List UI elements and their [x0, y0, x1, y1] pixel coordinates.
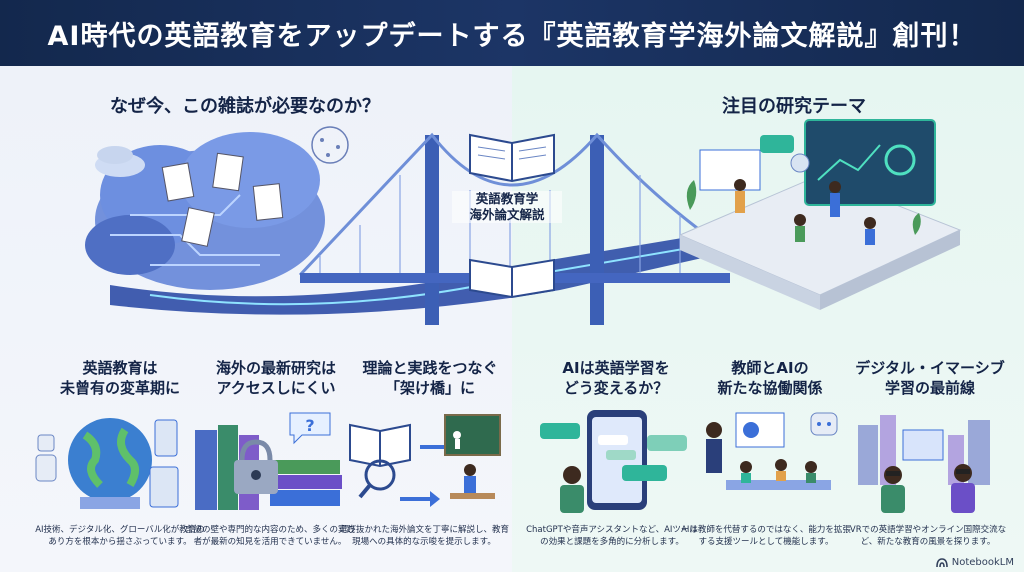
- card-desc-collaboration: AIは教師を代替するのではなく、能力を拡張する支援ツールとして機能します。: [681, 525, 851, 547]
- padlock-icon: [239, 439, 273, 461]
- card-title-collaboration: 教師とAIの 新たな協働関係: [690, 358, 850, 398]
- header-banner: AI時代の英語教育をアップデートする『英語教育学海外論文解説』創刊！: [0, 0, 1024, 66]
- classroom-illustration: [678, 119, 962, 310]
- card-title-line1: 英語教育は: [82, 359, 158, 377]
- card-title-line1: 理論と実践をつなぐ: [362, 359, 498, 377]
- card-title-line2: 未曾有の変革期に: [59, 379, 180, 397]
- card-title-line1: デジタル・イマーシブ: [855, 359, 1005, 377]
- question-bubble-icon: [289, 412, 331, 445]
- right-section-title: 注目の研究テーマ: [722, 96, 866, 117]
- card-title-access: 海外の最新研究は アクセスしにくい: [196, 358, 356, 398]
- card-desc-ai-learning: ChatGPTや音声アシスタントなど、AIツールの効果と課題を多角的に分析します…: [526, 525, 698, 547]
- teacher-ai-classroom-illustration: [706, 412, 838, 490]
- card-title-line2: どう変えるか？: [563, 379, 669, 397]
- small-cloud-icon: [97, 146, 133, 164]
- globe-devices-illustration: [35, 418, 179, 509]
- card-title-line2: 学習の最前線: [884, 379, 975, 397]
- data-cloud-illustration: [85, 132, 325, 290]
- bridge-label-line1: 英語教育学: [475, 191, 539, 206]
- card-title-line1: 教師とAIの: [731, 359, 809, 377]
- robot-icon: [810, 412, 838, 436]
- card-title-ai-learning: AIは英語学習を どう変えるか？: [536, 358, 696, 398]
- theory-practice-illustration: [349, 414, 501, 507]
- card-title-line1: AIは英語学習を: [562, 359, 670, 377]
- card-desc-bridge: 選び抜かれた海外論文を丁寧に解説し、教育現場への具体的な示唆を提示します。: [338, 525, 509, 547]
- smartphone-chat-illustration: [540, 410, 687, 513]
- open-book-base-icon: [469, 258, 555, 299]
- card-desc-access: 言語の壁や専門的な内容のため、多くの実践者が最新の知見を活用できていません。: [184, 525, 355, 547]
- locked-books-illustration: ?: [195, 412, 342, 510]
- hero-illustration: [85, 119, 962, 325]
- left-section-title: なぜ今、この雑誌が必要なのか？: [110, 96, 380, 117]
- bridge-label-line2: 海外論文解説: [469, 207, 545, 222]
- card-desc-immersive: VRでの英語学習やオンライン国際交流など、新たな教育の風景を探ります。: [849, 525, 1007, 547]
- vr-learning-illustration: [858, 415, 990, 513]
- brain-network-icon: [311, 126, 349, 164]
- brand-mark: NotebookLM: [935, 557, 1014, 568]
- card-title-immersive: デジタル・イマーシブ 学習の最前線: [850, 358, 1010, 398]
- magnifier-icon: [364, 459, 396, 491]
- open-book-icon: [469, 133, 555, 183]
- page-title: AI時代の英語教育をアップデートする『英語教育学海外論文解説』創刊！: [47, 20, 977, 52]
- card-title-line2: 「架け橋」に: [384, 379, 475, 397]
- brand-name: NotebookLM: [951, 557, 1014, 568]
- card-desc-transformation: AI技術、デジタル化、グローバル化が教育のあり方を根本から揺さぶっています。: [35, 525, 205, 547]
- robot-icon: [37, 434, 55, 452]
- card-title-line2: 新たな協働関係: [717, 379, 823, 397]
- vr-headset-icon: [886, 471, 900, 476]
- card-title-line2: アクセスしにくい: [216, 379, 336, 397]
- card-title-bridge: 理論と実践をつなぐ 「架け橋」に: [350, 358, 510, 398]
- card-title-line1: 海外の最新研究は: [215, 359, 336, 377]
- svg-text:?: ?: [305, 416, 314, 435]
- bridge-label: 英語教育学 海外論文解説: [452, 191, 562, 223]
- card-title-transformation: 英語教育は 未曾有の変革期に: [40, 358, 200, 398]
- chat-bubble-icon: [540, 423, 580, 439]
- notebooklm-logo-icon: [935, 557, 948, 567]
